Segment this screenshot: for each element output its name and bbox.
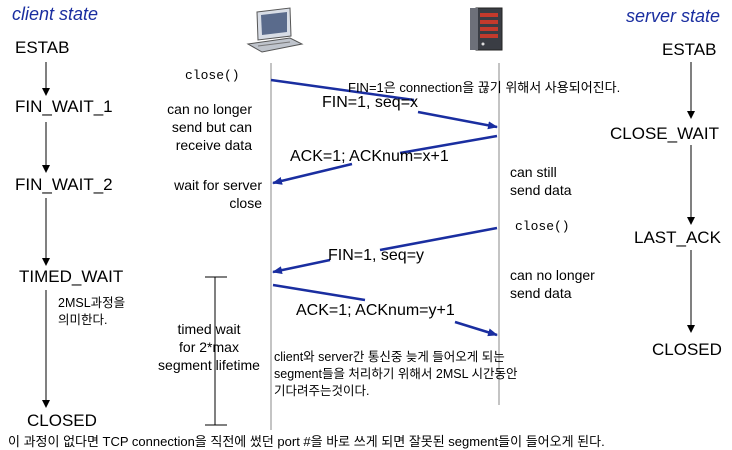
client-state-estab: ESTAB bbox=[15, 38, 70, 57]
client-state-timed-wait: TIMED_WAIT bbox=[19, 267, 124, 286]
note-wait-for-server: wait for server close bbox=[174, 177, 262, 211]
client-state-closed: CLOSED bbox=[27, 411, 97, 430]
server-state-closed: CLOSED bbox=[652, 340, 722, 359]
note-timed-wait: timed wait for 2*max segment lifetime bbox=[158, 321, 260, 373]
client-state-fin-wait-1: FIN_WAIT_1 bbox=[15, 97, 113, 116]
server-icon bbox=[470, 7, 503, 51]
server-state-estab: ESTAB bbox=[662, 40, 717, 59]
msg-ack-x: ACK=1; ACKnum=x+1 bbox=[290, 148, 449, 165]
server-close-call: close() bbox=[515, 219, 570, 234]
msg-ack-y: ACK=1; ACKnum=y+1 bbox=[296, 302, 455, 319]
client-close-call: close() bbox=[185, 68, 240, 83]
note-can-still-send: can still send data bbox=[510, 164, 572, 198]
msg-fin-x: FIN=1, seq=x bbox=[322, 94, 419, 111]
client-state-fin-wait-2: FIN_WAIT_2 bbox=[15, 175, 113, 194]
msg-fin-y: FIN=1, seq=y bbox=[328, 247, 425, 264]
server-state-last-ack: LAST_ACK bbox=[634, 228, 721, 247]
laptop-icon bbox=[246, 7, 304, 53]
note-server-no-longer: can no longer send data bbox=[510, 267, 595, 301]
server-state-close-wait: CLOSE_WAIT bbox=[610, 124, 719, 143]
client-state-header: client state bbox=[12, 4, 99, 24]
note-2msl: 2MSL과정을 의미한다. bbox=[58, 296, 126, 327]
fin-annotation: FIN=1은 connection을 끊기 위해서 사용되어진다. bbox=[348, 80, 621, 95]
server-state-header: server state bbox=[626, 6, 721, 26]
note-bottom-warning: 이 과정이 없다면 TCP connection을 직전에 썼던 port #을… bbox=[8, 434, 605, 449]
note-2msl-reason: client와 server간 통신중 늦게 들어오게 되는 segment들을… bbox=[274, 350, 518, 398]
note-no-longer-send: can no longer send but can receive data bbox=[167, 101, 252, 153]
